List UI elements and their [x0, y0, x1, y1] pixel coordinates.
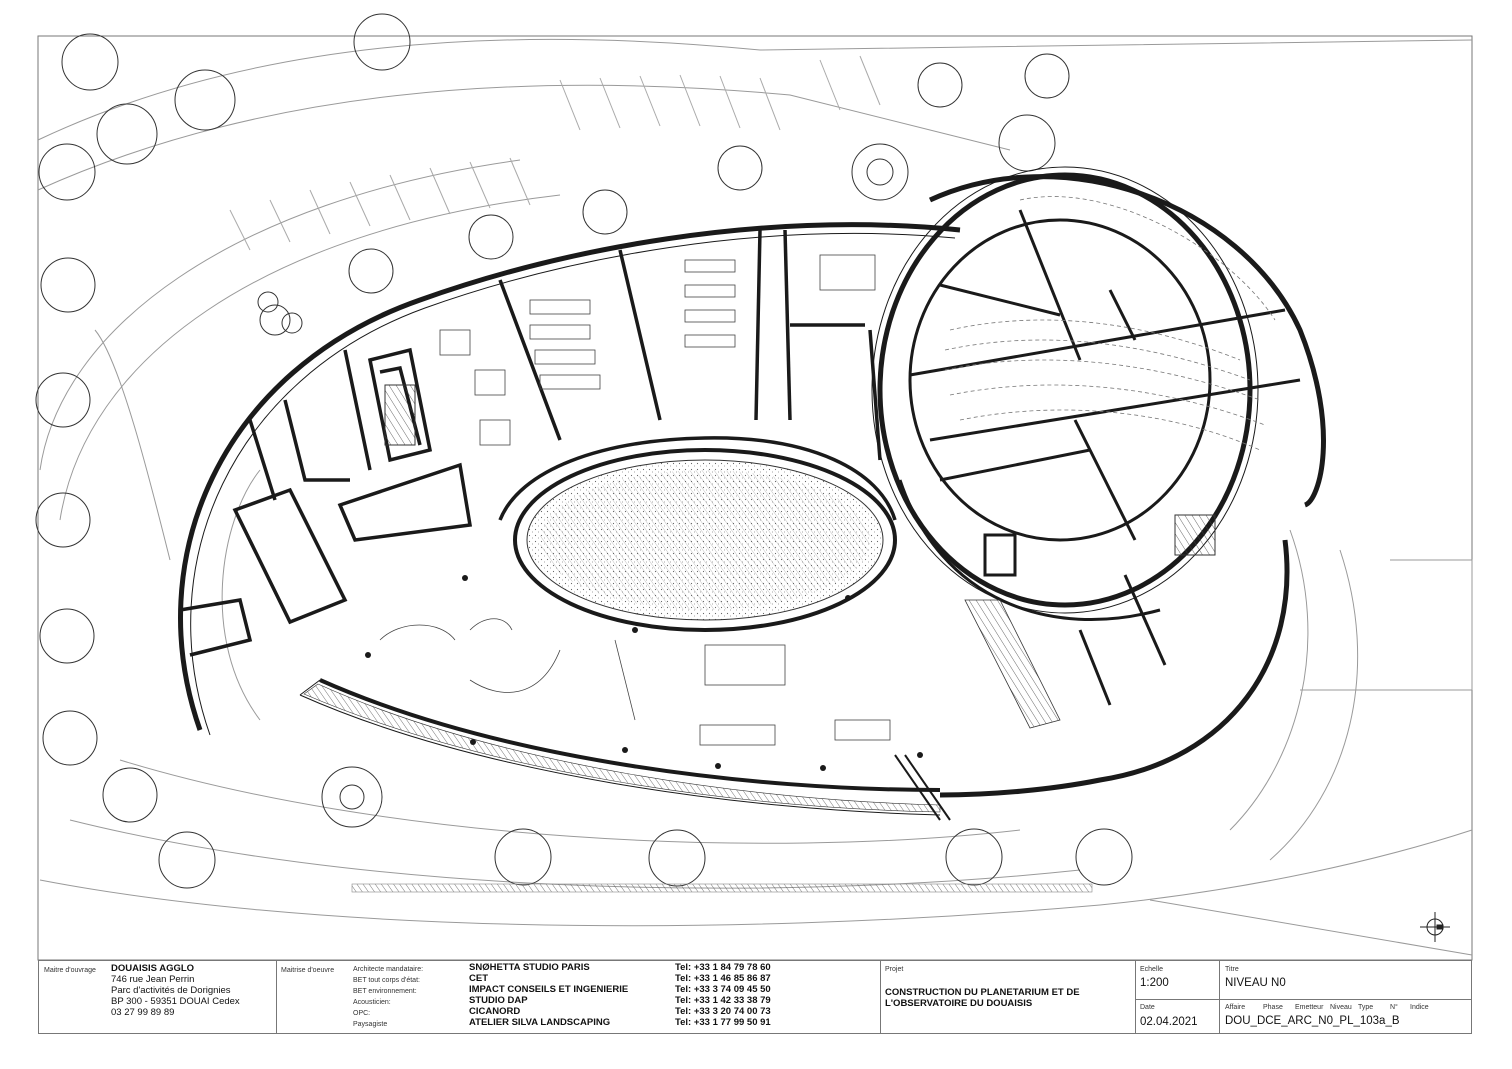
tree-icon: [42, 710, 98, 766]
courtyard: [513, 448, 897, 632]
tree-icon: [321, 766, 383, 828]
owner-cell: Maitre d'ouvrage DOUAISIS AGGLO 746 rue …: [39, 961, 277, 1033]
title-label: Titre: [1225, 966, 1239, 973]
code-header: Niveau: [1330, 1004, 1352, 1011]
owner-address-line: BP 300 - 59351 DOUAI Cedex: [111, 996, 240, 1007]
title-block: Maitre d'ouvrage DOUAISIS AGGLO 746 rue …: [38, 960, 1472, 1034]
date-value: 02.04.2021: [1140, 1016, 1198, 1028]
paving-strip: [351, 883, 1093, 893]
team-name: IMPACT CONSEILS ET INGENIERIE: [469, 984, 629, 995]
team-name: SNØHETTA STUDIO PARIS: [469, 962, 590, 973]
team-tel: Tel: +33 3 74 09 45 50: [675, 984, 771, 995]
code-header: Emetteur: [1295, 1004, 1324, 1011]
seating-arcs: [944, 196, 1276, 451]
tree-icon: [102, 767, 158, 823]
code-header: Affaire: [1225, 1004, 1246, 1011]
team-tel: Tel: +33 3 20 74 00 73: [675, 1006, 771, 1017]
team-tel: Tel: +33 1 84 79 78 60: [675, 962, 771, 973]
team-name: CET: [469, 973, 488, 984]
glazing-band: [303, 683, 941, 813]
team-role: BET tout corps d'état:: [353, 977, 420, 984]
tree-icon: [174, 69, 236, 131]
tree-icon: [648, 829, 706, 887]
tree-icon: [348, 248, 394, 294]
team-tel: Tel: +33 1 46 85 86 87: [675, 973, 771, 984]
tree-icon: [339, 784, 365, 810]
owner-name: DOUAISIS AGGLO: [111, 963, 195, 974]
date-label: Date: [1140, 1004, 1155, 1011]
scale-label: Echelle: [1140, 966, 1163, 973]
tree-icon: [39, 608, 95, 664]
team-name: CICANORD: [469, 1006, 521, 1017]
team-role: Paysagiste: [353, 1021, 388, 1028]
tree-icon: [353, 13, 411, 71]
tree-icon: [582, 189, 628, 235]
tree-icon: [257, 291, 279, 313]
tree-icon: [158, 831, 216, 889]
tree-icon: [494, 828, 552, 886]
team-role: Acousticien:: [353, 999, 391, 1006]
stair-east: [1174, 514, 1216, 556]
tree-icon: [96, 103, 158, 165]
project-name-line: CONSTRUCTION DU PLANETARIUM ET DE: [885, 987, 1080, 998]
drawing-title: NIVEAU N0: [1225, 977, 1286, 989]
entrance: [894, 754, 951, 821]
furniture: [379, 254, 891, 746]
building-shell: [178, 166, 1326, 816]
tree-icon: [917, 62, 963, 108]
team-role: Architecte mandataire:: [353, 966, 424, 973]
tree-icon: [1024, 53, 1070, 99]
stair-west: [384, 384, 416, 446]
tree-icon: [35, 492, 91, 548]
ramp: [964, 599, 1061, 729]
tree-icon: [38, 143, 96, 201]
tree-icon: [40, 257, 96, 313]
tree-icon-group: [35, 13, 1133, 889]
title-code-cell: Titre NIVEAU N0 Affaire Phase Emetteur N…: [1220, 961, 1471, 1033]
owner-label: Maitre d'ouvrage: [44, 967, 96, 974]
interior-walls: [179, 229, 897, 657]
tree-icon: [866, 158, 894, 186]
team-role: OPC:: [353, 1010, 371, 1017]
tree-icon: [717, 145, 763, 191]
project-cell: Projet CONSTRUCTION DU PLANETARIUM ET DE…: [881, 961, 1136, 1033]
team-tel: Tel: +33 1 42 33 38 79: [675, 995, 771, 1006]
tree-icon: [35, 372, 91, 428]
tree-icon: [945, 828, 1003, 886]
planetarium-walls: [898, 209, 1301, 706]
tree-icon: [998, 114, 1056, 172]
code-header: Indice: [1410, 1004, 1429, 1011]
code-header: Type: [1358, 1004, 1374, 1011]
north-arrow-icon: [1420, 912, 1450, 942]
project-label: Projet: [885, 966, 904, 973]
tree-icon: [1075, 828, 1133, 886]
code-header: Phase: [1263, 1004, 1283, 1011]
owner-phone: 03 27 99 89 89: [111, 1007, 175, 1018]
tree-icon: [281, 312, 303, 334]
moe-label: Maitrise d'oeuvre: [281, 967, 335, 974]
moe-cell: Maitrise d'oeuvre Architecte mandataire:…: [277, 961, 881, 1033]
owner-address-line: 746 rue Jean Perrin: [111, 974, 195, 985]
columns: [365, 575, 923, 771]
team-role: BET environnement:: [353, 988, 417, 995]
parking-bays: [229, 55, 881, 251]
drawing-code: DOU_DCE_ARC_N0_PL_103a_B: [1225, 1015, 1400, 1027]
tree-icon: [61, 33, 119, 91]
tree-icon: [468, 214, 514, 260]
team-name: ATELIER SILVA LANDSCAPING: [469, 1017, 611, 1028]
team-name: STUDIO DAP: [469, 995, 528, 1006]
tree-icon: [851, 143, 909, 201]
tree-icon: [259, 304, 291, 336]
owner-address-line: Parc d'activités de Dorignies: [111, 985, 231, 996]
team-tel: Tel: +33 1 77 99 50 91: [675, 1017, 771, 1028]
scale-value: 1:200: [1140, 977, 1169, 989]
project-name-line: L'OBSERVATOIRE DU DOUAISIS: [885, 998, 1033, 1009]
code-header: N°: [1390, 1004, 1398, 1011]
scale-date-cell: Echelle 1:200 Date 02.04.2021: [1136, 961, 1220, 1033]
site-lines: [37, 38, 1473, 956]
